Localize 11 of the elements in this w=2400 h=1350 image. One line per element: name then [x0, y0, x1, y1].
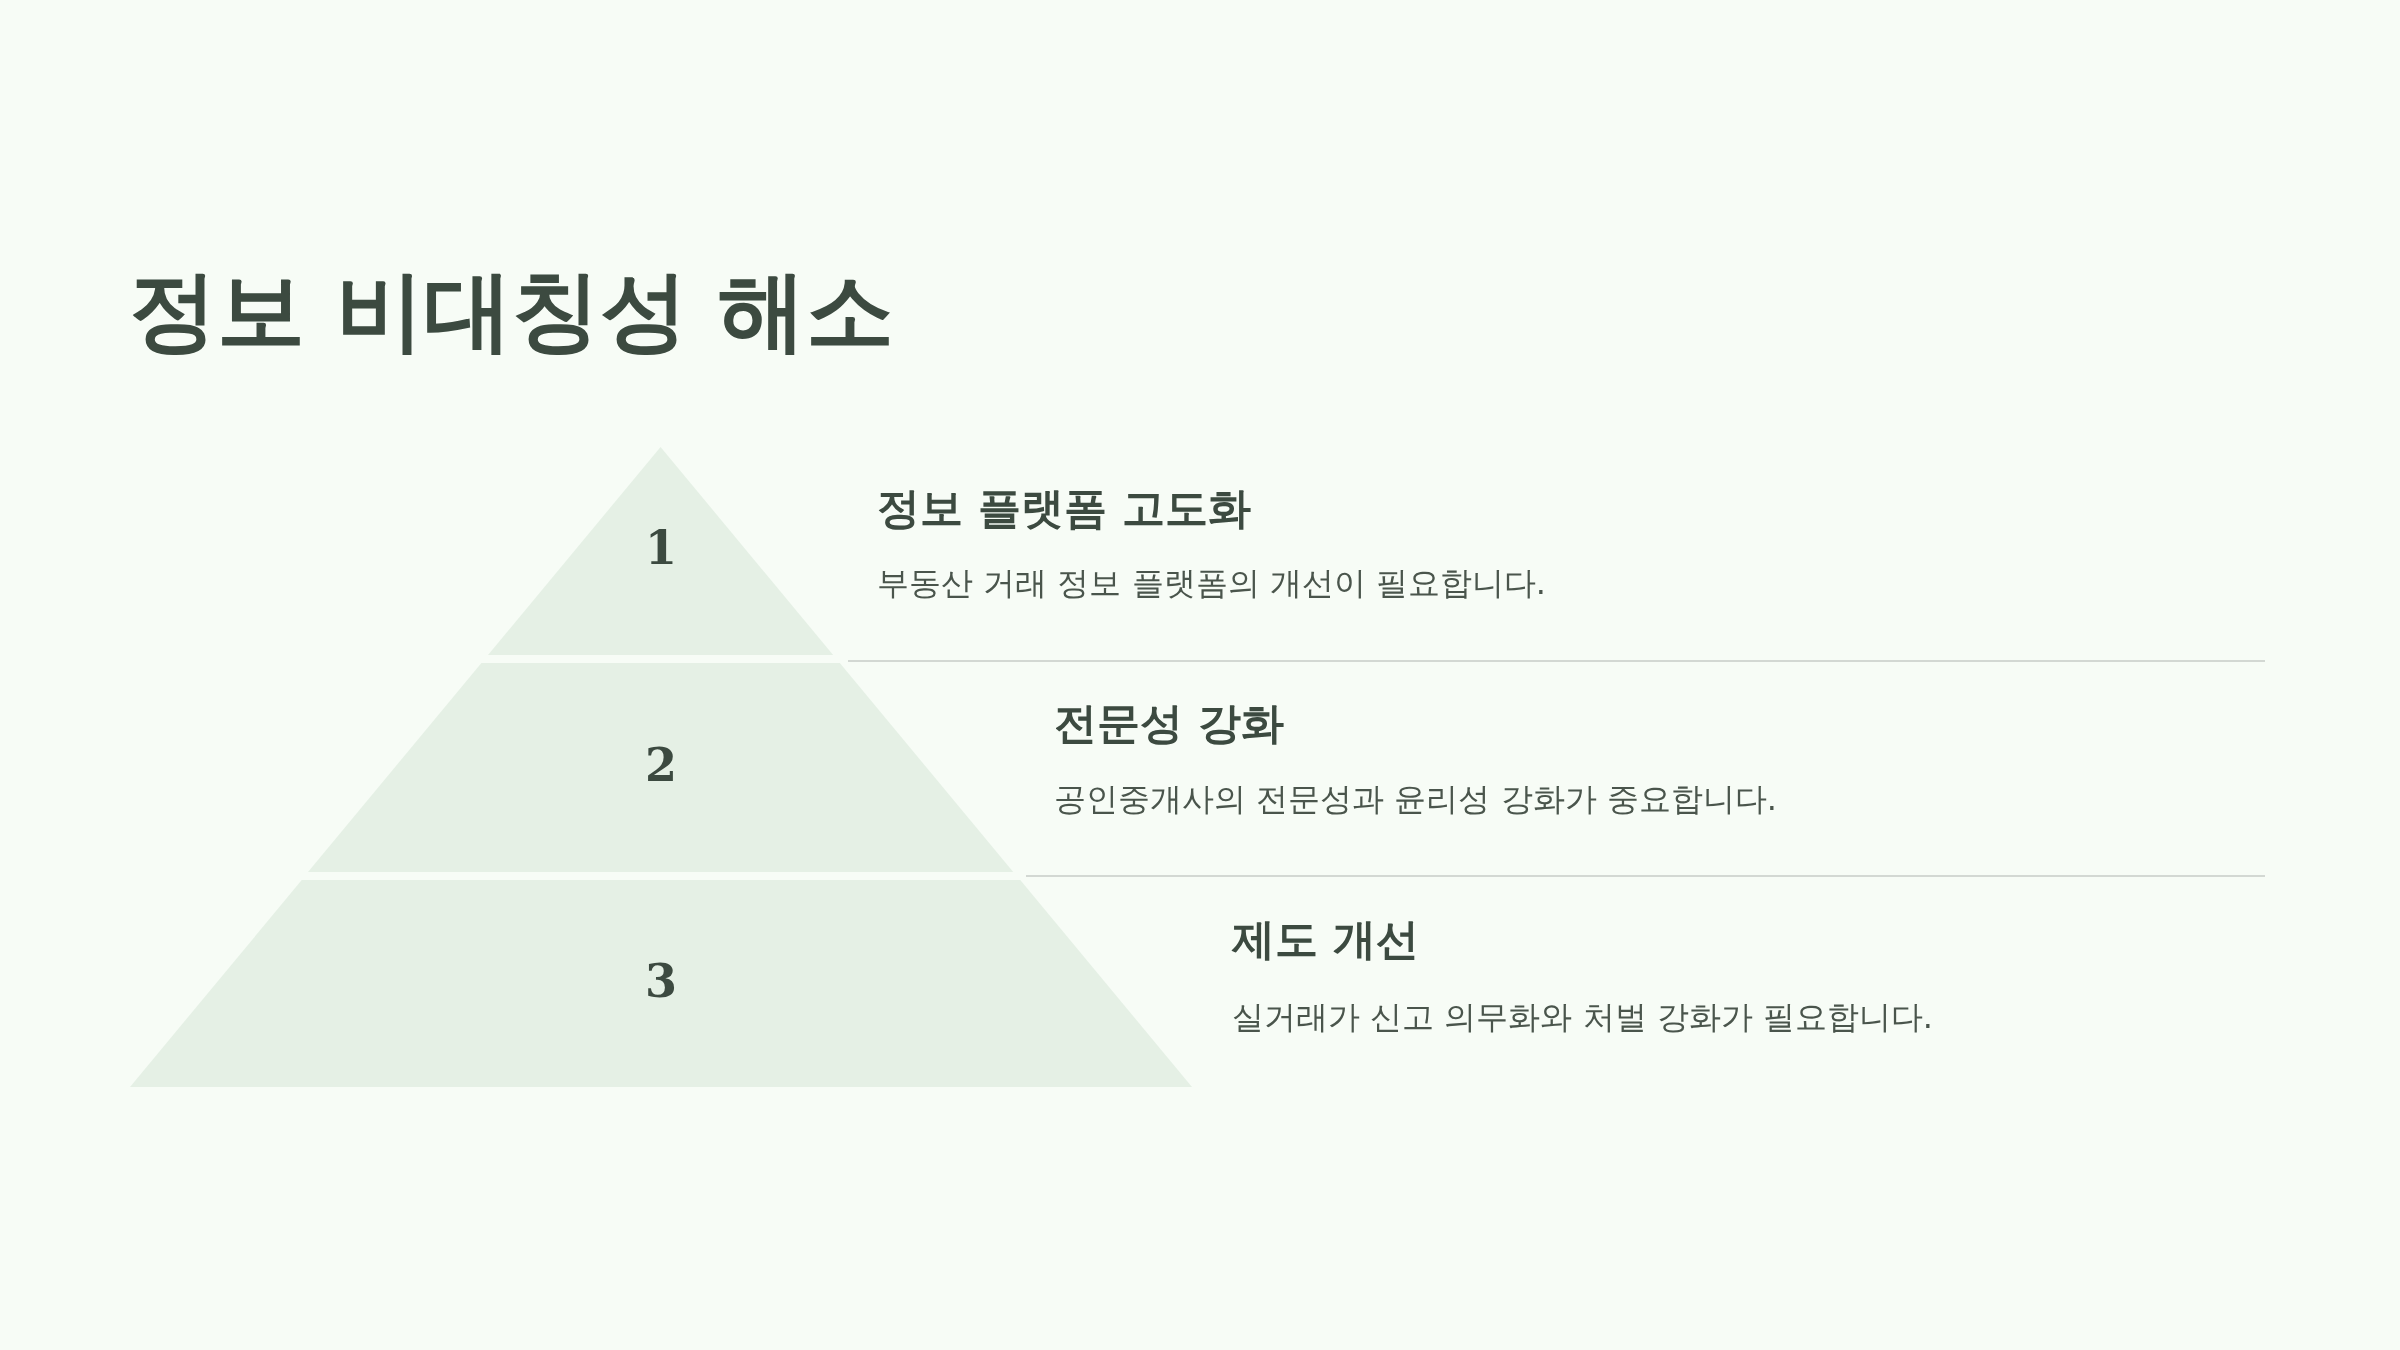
tier-number: 1 — [643, 525, 678, 571]
tier-description: 공인중개사의 전문성과 윤리성 강화가 중요합니다. — [1054, 779, 1777, 820]
tier-heading: 정보 플랫폼 고도화 — [877, 482, 1251, 535]
tier-heading: 제도 개선 — [1232, 913, 1419, 966]
tier-number: 2 — [643, 741, 678, 788]
tier-heading: 전문성 강화 — [1054, 697, 1284, 750]
tier-description: 실거래가 신고 의무화와 처벌 강화가 필요합니다. — [1232, 997, 1934, 1038]
tier-number: 3 — [644, 957, 678, 1004]
pyramid-tier — [308, 663, 1014, 872]
tier-description: 부동산 거래 정보 플랫폼의 개선이 필요합니다. — [877, 563, 1547, 604]
slide-title: 정보 비대칭성 해소 — [129, 258, 895, 364]
